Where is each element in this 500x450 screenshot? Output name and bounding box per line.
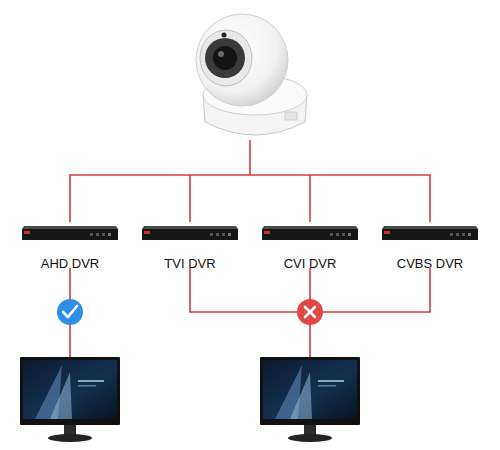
dvr-box: CVI DVR [260, 222, 360, 271]
device-label: CVI DVR [260, 256, 360, 271]
dvr-device [20, 222, 120, 242]
cross-icon [297, 299, 323, 325]
monitor [260, 357, 360, 442]
check-icon [57, 299, 83, 325]
dvr-device [260, 222, 360, 242]
dvr-box: CVBS DVR [380, 222, 480, 271]
device-label: CVBS DVR [380, 256, 480, 271]
device-label: AHD DVR [20, 256, 120, 271]
signal-wire [70, 140, 430, 357]
dvr-device [380, 222, 480, 242]
monitor [20, 357, 120, 442]
dvr-box: TVI DVR [140, 222, 240, 271]
dome-camera [196, 14, 307, 135]
dvr-device [140, 222, 240, 242]
device-label: TVI DVR [140, 256, 240, 271]
dvr-box: AHD DVR [20, 222, 120, 271]
